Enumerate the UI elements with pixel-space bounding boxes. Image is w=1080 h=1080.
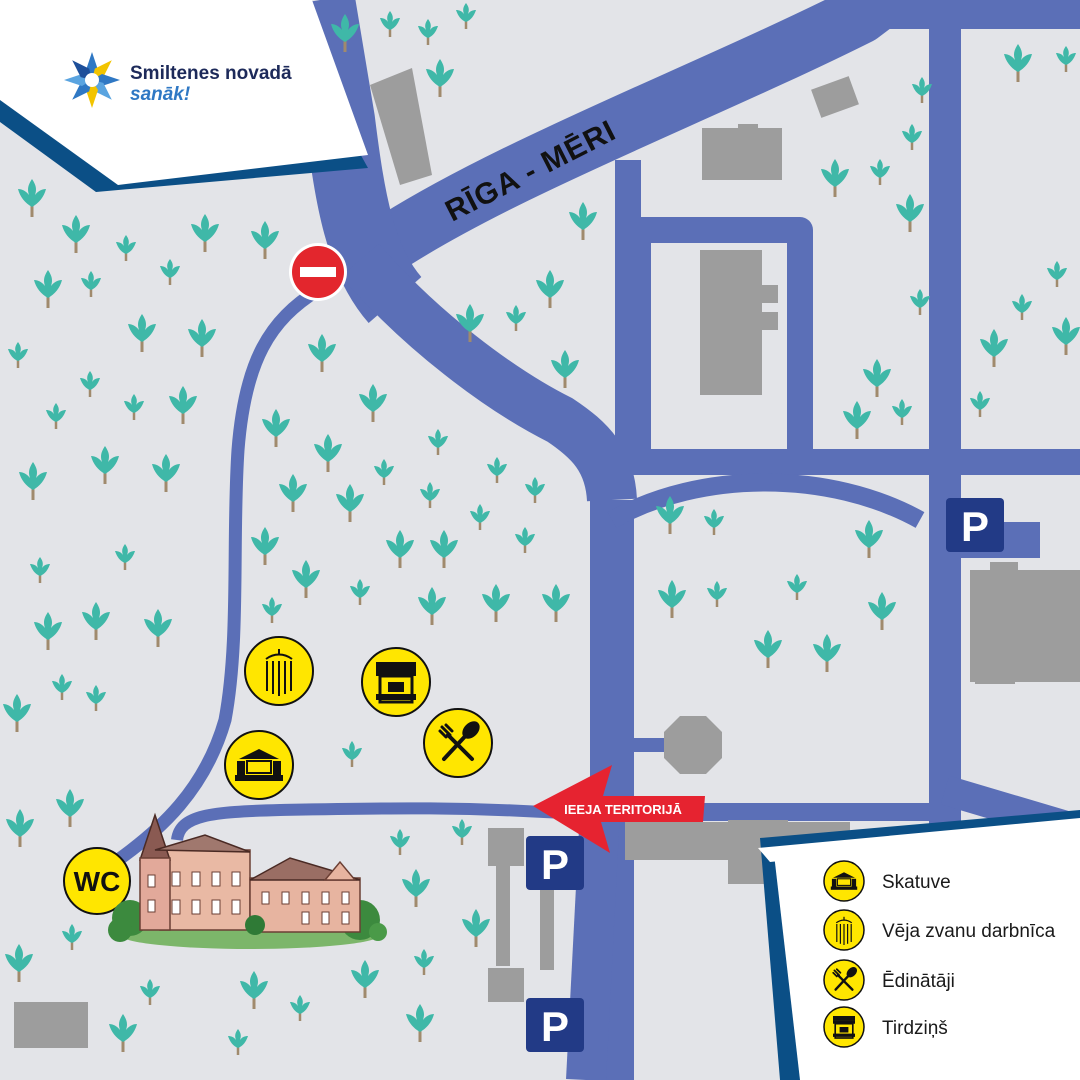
- stage-icon: [830, 872, 858, 890]
- legend-item-food: Ēdinātāji: [823, 959, 955, 1001]
- wind-chimes-icon: [265, 649, 293, 696]
- parking-icon: P: [541, 1003, 569, 1050]
- brand-panel: Smiltenes novadā sanāk!: [0, 0, 368, 192]
- wind-chimes-icon: [835, 916, 853, 946]
- legend-item-market: Tirdziņš: [823, 1006, 948, 1048]
- manor-house-illustration: [108, 812, 387, 949]
- poi-food: [423, 708, 493, 778]
- entrance-arrow: IEEJA TERITORIJĀ: [533, 765, 705, 853]
- parking-sign-east: P: [946, 498, 1004, 552]
- brand-name: Smiltenes novadā: [130, 63, 292, 84]
- parking-icon: P: [961, 503, 989, 550]
- food-icon: [832, 966, 858, 991]
- legend-panel: Skatuve Vēja zvanu darbnīca Ēdinātāji: [758, 810, 1080, 1080]
- entrance-label: IEEJA TERITORIJĀ: [564, 802, 682, 817]
- market-stall-icon: [376, 662, 416, 704]
- poi-stage: [224, 730, 294, 800]
- brand-logo-icon: [64, 52, 120, 108]
- octagon-building: [664, 716, 722, 774]
- parking-sign-south: P: [526, 998, 584, 1052]
- market-stall-icon: [833, 1016, 855, 1039]
- road-network: [114, 0, 1080, 1080]
- parking-icon: P: [541, 841, 569, 888]
- parking-sign-center: P: [526, 836, 584, 890]
- legend-item-stage: Skatuve: [823, 860, 951, 902]
- poi-wind-chimes: [244, 636, 314, 706]
- food-icon: [438, 721, 480, 761]
- legend-label-market: Tirdziņš: [882, 1018, 948, 1039]
- legend-label-food: Ēdinātāji: [882, 971, 955, 992]
- wc-icon: WC: [74, 866, 121, 897]
- brand-slogan: sanāk!: [130, 84, 190, 105]
- legend-item-wind-chimes: Vēja zvanu darbnīca: [823, 909, 1056, 951]
- legend-label-stage: Skatuve: [882, 872, 951, 893]
- poi-market: [361, 647, 431, 717]
- stage-icon: [235, 749, 283, 781]
- poi-wc: WC: [63, 847, 131, 915]
- legend-label-wind-chimes: Vēja zvanu darbnīca: [882, 921, 1056, 942]
- no-entry-icon: [289, 243, 347, 301]
